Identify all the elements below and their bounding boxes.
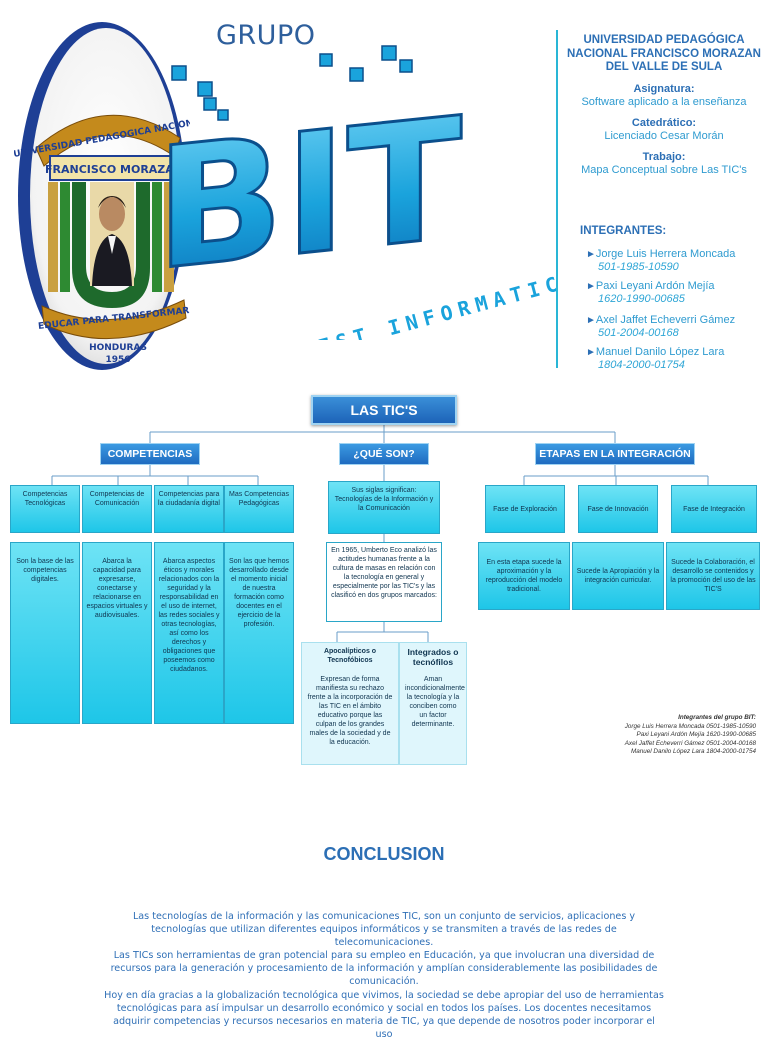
apocalipticos-box: Apocalípticos o Tecnofóbicos Expresan de… [301,642,399,765]
conclusion-paragraph: Hoy en día gracias a la globalización te… [104,989,664,1040]
que-son-desc: En 1965, Umberto Eco analizó las actitud… [326,542,442,622]
credits-line: Jorge Luis Herrera Moncada 0501-1985-105… [624,722,756,730]
pixel-squares-icon [171,45,413,121]
seal-country-text: HONDURAS [89,343,147,353]
member-name: Axel Jaffet Echeverri Gámez [595,314,736,326]
competencia-title: Competencias de Comunicación [82,485,152,533]
group-title: Apocalípticos o Tecnofóbicos [323,648,377,664]
competencia-desc: Son la base de las competencias digitale… [10,542,80,724]
member-name: Manuel Danilo López Lara [595,346,725,358]
fase-title: Fase de Innovación [578,485,658,533]
member-name: Paxi Leyani Ardón Mejía [595,280,715,292]
member-item: ►Paxi Leyani Ardón Mejía 1620-1990-00685 [586,280,766,306]
fase-desc: Sucede la Colaboración, el desarrollo se… [666,542,760,610]
credits-line: Axel Jaffet Echeverri Gámez 0501-2004-00… [624,739,756,747]
university-name: UNIVERSIDAD PEDAGÓGICA NACIONAL FRANCISC… [566,34,761,73]
triangle-bullet-icon: ► [586,315,596,326]
trabajo-value: Mapa Conceptual sobre Las TIC's [581,163,747,176]
fase-desc: En esta etapa sucede la aproximación y l… [478,542,570,610]
competencia-title: Mas Competencias Pedagógicas [224,485,294,533]
member-item: ►Manuel Danilo López Lara 1804-2000-0175… [586,346,766,372]
que-son-node: ¿QUÉ SON? [339,443,429,465]
integrantes-label: INTEGRANTES: [580,225,667,237]
seal-year-text: 1956 [105,355,130,365]
asignatura-value: Software aplicado a la enseñanza [581,95,747,108]
seal-name-text: FRANCISCO MORAZAN [45,163,183,176]
trabajo-label: Trabajo: [642,150,686,163]
competencia-title: Competencias Tecnológicas [10,485,80,533]
conclusion-paragraph: Las TICs son herramientas de gran potenc… [110,950,658,988]
siglas-box: Sus siglas significan: Tecnologías de la… [328,481,440,534]
header-divider [556,30,558,368]
member-code: 501-2004-00168 [598,327,679,339]
fase-title: Fase de Exploración [485,485,565,533]
member-name: Jorge Luis Herrera Moncada [595,248,736,260]
credits-title: Integrantes del grupo BIT: [678,714,756,721]
group-title: Integrados o tecnófilos [407,647,459,667]
fase-title: Fase de Integración [671,485,757,533]
catedratico-label: Catedrático: [631,116,697,129]
member-code: 1804-2000-01754 [598,359,685,371]
catedratico-value: Licenciado Cesar Morán [604,129,724,142]
fase-desc: Sucede la Apropiación y la integración c… [572,542,664,610]
course-info: UNIVERSIDAD PEDAGÓGICA NACIONAL FRANCISC… [566,34,762,177]
member-item: ►Axel Jaffet Echeverri Gámez 501-2004-00… [586,314,766,340]
credits-block: Integrantes del grupo BIT: Jorge Luis He… [560,714,756,757]
member-item: ►Jorge Luis Herrera Moncada 501-1985-105… [586,248,766,274]
asignatura-label: Asignatura: [633,82,695,95]
group-desc: Aman incondicionalmente la tecnología y … [405,676,465,728]
group-desc: Expresan de forma manifiesta su rechazo … [307,676,393,746]
integrados-box: Integrados o tecnófilos Aman incondicion… [399,642,467,765]
member-code: 1620-1990-00685 [598,293,685,305]
credits-line: Manuel Danilo López Lara 1804-2000-01754 [631,748,756,755]
triangle-bullet-icon: ► [586,249,596,260]
competencia-desc: Abarca la capacidad para expresarse, con… [82,542,152,724]
tics-root-node: LAS TIC'S [311,395,457,425]
conclusion-title: CONCLUSION [323,844,445,864]
university-seal-logo: UNIVERSIDAD PEDAGOGICA NACIONAL FRANCISC… [13,18,207,374]
conclusion-body: Las tecnologías de la información y las … [104,910,664,1041]
competencia-title: Competencias para la ciudadanía digital [154,485,224,533]
etapas-node: ETAPAS EN LA INTEGRACIÓN [535,443,695,465]
triangle-bullet-icon: ► [586,281,596,292]
competencias-node: COMPETENCIAS [100,443,200,465]
conclusion-paragraph: Las tecnologías de la información y las … [132,911,636,949]
member-code: 501-1985-10590 [598,261,679,273]
credits-line: Paxi Leyani Ardón Mejía 1620-1990-00685 [636,731,757,738]
competencia-desc: Son las que hemos desarrollado desde el … [224,542,294,724]
triangle-bullet-icon: ► [586,347,596,358]
grupo-label: GRUPO [216,20,316,51]
bit-title: BIT [168,81,462,307]
competencia-desc: Abarca aspectos éticos y morales relacio… [154,542,224,724]
